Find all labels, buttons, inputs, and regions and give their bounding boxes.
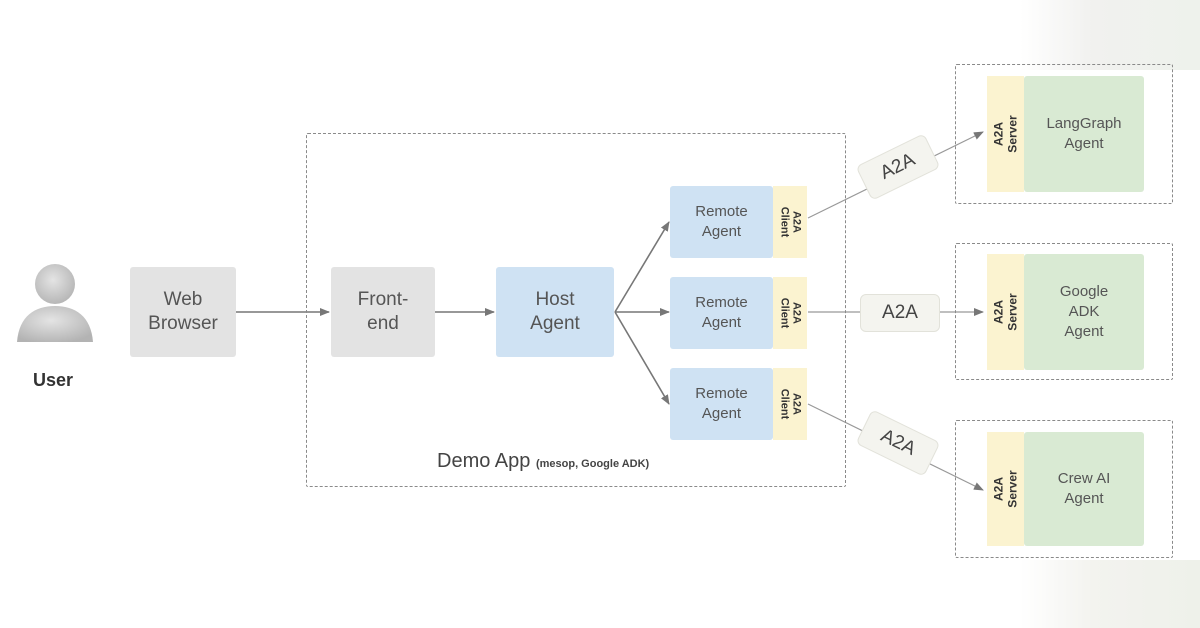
- background-shade-top: [1020, 0, 1200, 70]
- person-silhouette-icon: [17, 264, 93, 342]
- user-label: User: [32, 370, 74, 390]
- arrow-host-to-remote-3: [614, 311, 670, 405]
- remote-agent-1-box: Remote Agent: [670, 186, 773, 258]
- a2a-server-1-box: A2A Server: [987, 76, 1024, 192]
- arrow-host-to-remote-1: [614, 221, 670, 313]
- crew-ai-agent-container: [955, 420, 1173, 558]
- host-agent-box: Host Agent: [496, 267, 614, 357]
- demo-app-label: Demo App (mesop, Google ADK): [437, 450, 649, 473]
- a2a-client-2-label: A2A Client: [778, 297, 802, 329]
- frontend-box: Front- end: [331, 267, 435, 357]
- demo-app-title: Demo App: [437, 450, 531, 472]
- web-browser-box: Web Browser: [130, 267, 236, 357]
- langgraph-agent-container: [955, 64, 1173, 204]
- a2a-client-1-box: A2A Client: [773, 186, 807, 258]
- a2a-client-3-box: A2A Client: [773, 368, 807, 440]
- langgraph-agent-box: LangGraph Agent: [1024, 76, 1144, 192]
- remote-agent-3-box: Remote Agent: [670, 368, 773, 440]
- a2a-client-1-label: A2A Client: [778, 206, 802, 238]
- google-adk-agent-container: [955, 243, 1173, 380]
- a2a-server-2-box: A2A Server: [987, 254, 1024, 370]
- remote-agent-2-box: Remote Agent: [670, 277, 773, 349]
- a2a-server-1-label: A2A Server: [991, 115, 1020, 153]
- a2a-client-2-box: A2A Client: [773, 277, 807, 349]
- a2a-label-2: A2A: [860, 294, 940, 332]
- demo-app-subtitle: (mesop, Google ADK): [535, 458, 650, 470]
- a2a-server-2-label: A2A Server: [991, 293, 1020, 331]
- crew-ai-agent-box: Crew AI Agent: [1024, 432, 1144, 546]
- google-adk-agent-box: Google ADK Agent: [1024, 254, 1144, 370]
- demo-app-container: [306, 133, 846, 487]
- background-shade-bottom: [1020, 560, 1200, 628]
- a2a-server-3-box: A2A Server: [987, 432, 1024, 546]
- a2a-server-3-label: A2A Server: [991, 470, 1020, 508]
- a2a-client-3-label: A2A Client: [778, 388, 802, 420]
